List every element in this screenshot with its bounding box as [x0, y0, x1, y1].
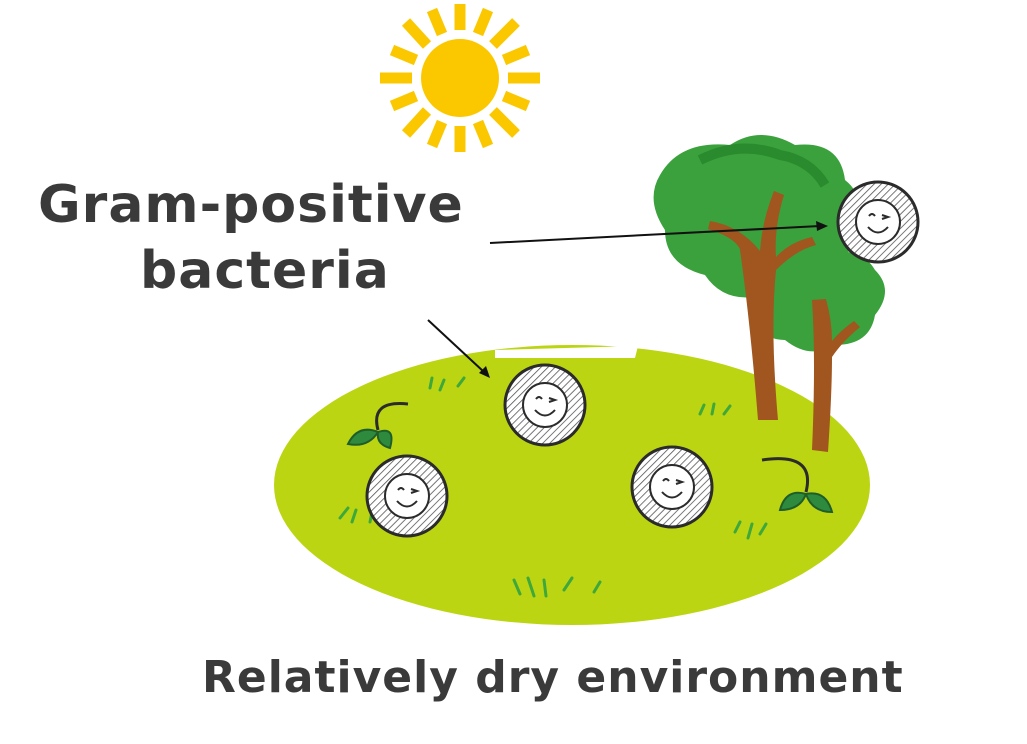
grass-field — [274, 345, 870, 625]
bacteria-label-line1: Gram-positive — [38, 175, 464, 235]
bacteria-label-line2: bacteria — [140, 241, 390, 301]
grass-tuft-icon — [338, 376, 768, 598]
bacterium-icon — [630, 445, 714, 529]
tree-icon — [653, 135, 885, 452]
bacterium-icon — [836, 180, 920, 264]
sun-icon — [380, 4, 540, 152]
environment-caption: Relatively dry environment — [202, 652, 904, 703]
bacterium-icon — [503, 363, 587, 447]
bacteria-label: Gram-positive bacteria — [38, 172, 508, 304]
sprout-icon — [346, 402, 409, 450]
bacterium-icon — [365, 454, 449, 538]
sprout-icon — [761, 457, 834, 514]
arrow-icon — [427, 221, 828, 378]
